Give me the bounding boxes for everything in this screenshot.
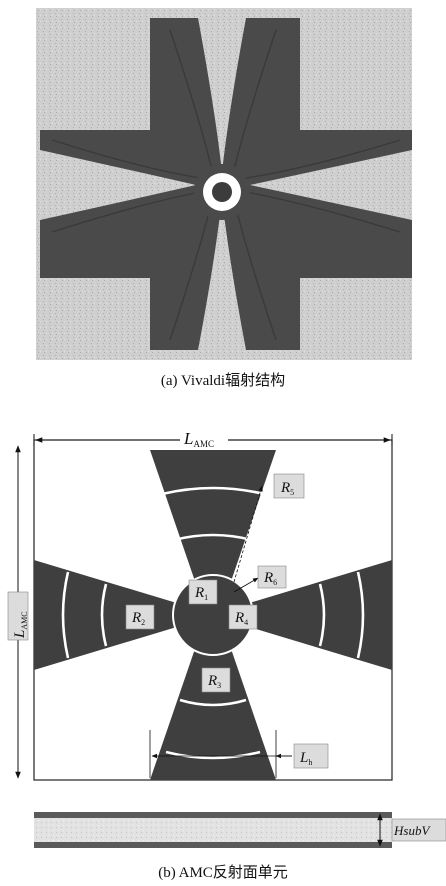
label-substrate-thickness: HsubV — [393, 823, 431, 838]
amc-sectors — [34, 450, 392, 780]
dim-width: LAMC — [33, 426, 393, 449]
slot-left — [40, 150, 196, 220]
label-gap: Lh — [299, 750, 312, 767]
sector-left — [34, 560, 180, 670]
label-height: LAMC — [12, 611, 29, 639]
slot-bottom — [198, 198, 246, 350]
label-r4: R4 — [234, 610, 248, 627]
amc-unit-cell: LAMC LAMC R5 R6 R1 R2 — [7, 426, 393, 781]
caption-b: (b) AMC反射面单元 — [158, 865, 288, 881]
label-r5: R5 — [280, 480, 294, 497]
vivaldi-slots — [40, 18, 412, 350]
substrate-top-layer — [34, 812, 392, 818]
feed-center-pin — [212, 182, 232, 202]
substrate-core — [34, 818, 392, 842]
caption-a: (a) Vivaldi辐射结构 — [160, 373, 286, 389]
slot-top — [198, 18, 246, 172]
sector-bottom — [150, 640, 276, 780]
amc-arc-slots — [61, 486, 365, 760]
dim-height: LAMC — [7, 445, 29, 779]
label-r2: R2 — [131, 610, 145, 627]
radius-labels: R5 R6 R1 R2 R4 R3 — [125, 473, 305, 693]
sector-right — [246, 560, 392, 670]
label-r6: R6 — [263, 570, 277, 587]
label-r3: R3 — [207, 673, 221, 690]
label-r1: R1 — [194, 585, 208, 602]
vivaldi-structure — [36, 8, 412, 360]
label-width: LAMC — [183, 429, 214, 449]
substrate-bottom-layer — [34, 842, 392, 848]
sector-top — [150, 450, 276, 590]
substrate-cross-section: HsubV — [34, 812, 446, 848]
vivaldi-petal-edges — [51, 29, 401, 341]
dim-gap: Lh — [149, 730, 329, 778]
slot-right — [250, 150, 412, 220]
